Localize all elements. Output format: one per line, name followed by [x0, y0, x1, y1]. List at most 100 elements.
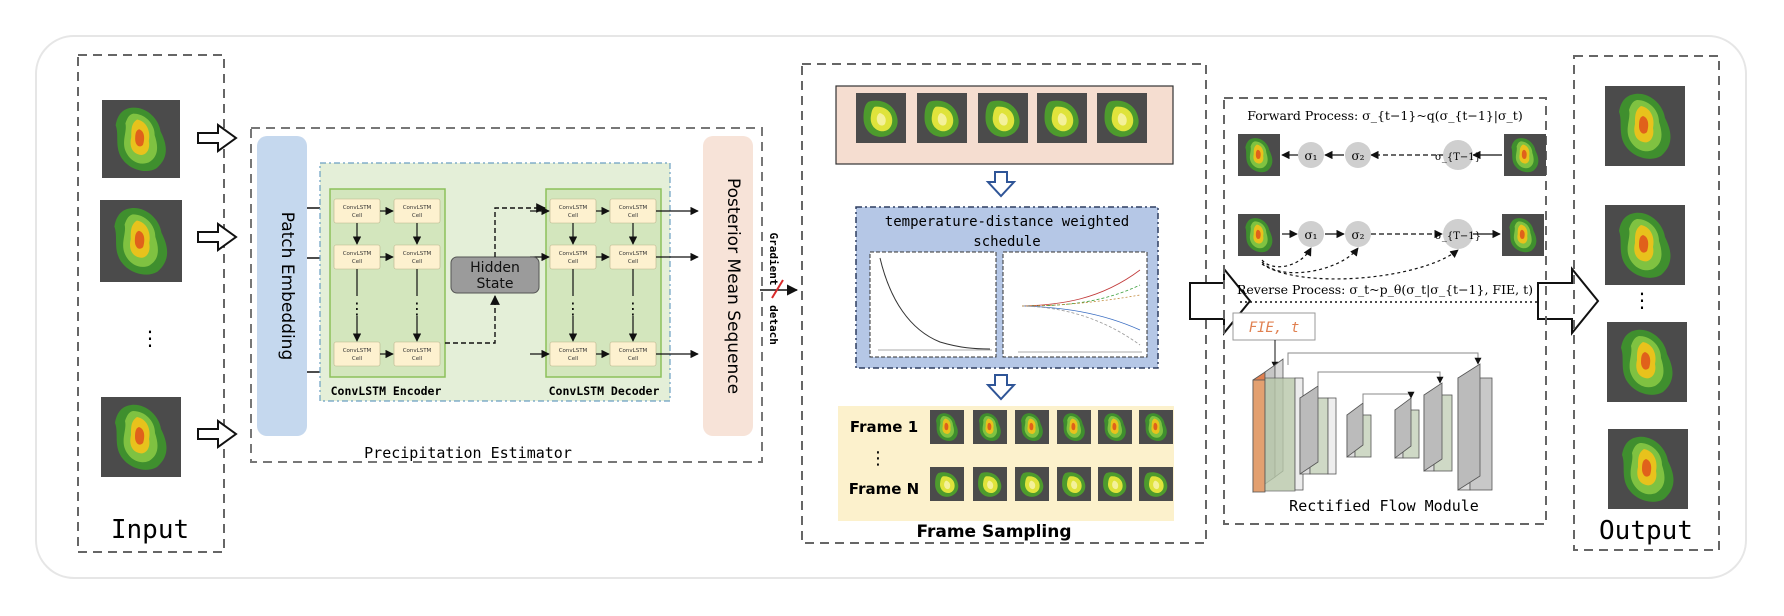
gradient-detach: Gradient detach — [760, 233, 799, 345]
cell-text: ConvLSTM — [403, 251, 432, 257]
unet-module — [1252, 358, 1493, 493]
input-label: Input — [111, 515, 189, 545]
reverse-node-t1-label: σ_{T−1} — [1435, 231, 1481, 242]
precipitation-estimator: Precipitation Estimator Patch Embedding … — [250, 127, 763, 463]
cell-text: Cell — [412, 356, 423, 362]
reverse-node-t1 — [1443, 219, 1473, 249]
cell-text: ConvLSTM — [343, 348, 372, 354]
cell-text: Cell — [352, 259, 363, 265]
top-frame — [917, 93, 967, 143]
input-radar-image-2 — [100, 200, 182, 282]
decoder-cell — [609, 341, 657, 367]
patch-embedding-block — [257, 136, 307, 436]
input-to-estimator-arrows — [197, 123, 238, 449]
posterior-mean-block — [703, 136, 753, 436]
encoder-cell — [393, 341, 441, 367]
schedule-plot-left — [869, 251, 997, 358]
input-ellipsis: ⋮ — [140, 326, 160, 350]
cell-text: Cell — [568, 356, 579, 362]
rectified-flow-label: Rectified Flow Module — [1289, 497, 1479, 515]
encoder-cell — [393, 198, 441, 224]
cell-text: Cell — [352, 213, 363, 219]
down-arrow-2 — [985, 374, 1017, 401]
input-radar-image-3 — [101, 397, 181, 477]
output-radar-image-4 — [1608, 429, 1688, 509]
frame-sampling-label: Frame Sampling — [916, 522, 1071, 542]
output-radar-image-1 — [1605, 86, 1685, 166]
unet-skip-connections — [1287, 352, 1482, 403]
schedule-plot-right — [1002, 251, 1148, 358]
hidden-state-label-1: Hidden — [470, 260, 520, 276]
encoder-cell — [333, 244, 381, 270]
cell-text: ConvLSTM — [343, 251, 372, 257]
fie-label: FIE, t — [1249, 320, 1300, 336]
forward-node-t1 — [1443, 140, 1473, 170]
cell-text: Cell — [352, 356, 363, 362]
decoder-vdots: ⋮ — [625, 299, 641, 318]
forward-node-1-label: σ₁ — [1304, 149, 1317, 163]
forward-end-frame — [1504, 134, 1546, 176]
encoder-label: ConvLSTM Encoder — [331, 384, 442, 398]
reverse-end-frame — [1502, 214, 1544, 256]
decoder-cell — [609, 198, 657, 224]
encoder-vdots: ⋮ — [349, 299, 365, 318]
schedule-curve-left — [879, 257, 991, 350]
forward-node-t1-label: σ_{T−1} — [1435, 152, 1481, 163]
forward-start-frame — [1238, 134, 1280, 176]
posterior-mean-label: Posterior Mean Sequence — [723, 178, 743, 394]
cell-text: ConvLSTM — [619, 251, 648, 257]
reverse-process-label: Reverse Process: σ_t~p_θ(σ_t|σ_{t−1}, FI… — [1237, 282, 1533, 297]
reverse-node-2-label: σ₂ — [1351, 228, 1364, 242]
encoder-cell — [333, 198, 381, 224]
cell-text: Cell — [568, 213, 579, 219]
frame-n-label: Frame N — [849, 480, 919, 498]
schedule-title-2: schedule — [973, 234, 1040, 250]
reverse-node-1-label: σ₁ — [1304, 228, 1317, 242]
fie-box — [1232, 312, 1316, 341]
cell-text: Cell — [412, 259, 423, 265]
cell-text: Cell — [628, 213, 639, 219]
frame-1-label: Frame 1 — [850, 418, 918, 436]
input-panel: ⋮ Input — [77, 54, 225, 553]
estimator-label: Precipitation Estimator — [364, 444, 572, 462]
detach-text: detach — [767, 305, 780, 345]
forward-node-2 — [1345, 142, 1371, 168]
cell-text: ConvLSTM — [343, 205, 372, 211]
cell-text: ConvLSTM — [559, 348, 588, 354]
encoder-cell — [393, 244, 441, 270]
encoder-vdots: ⋮ — [409, 299, 425, 318]
cell-text: ConvLSTM — [403, 205, 432, 211]
cell-text: ConvLSTM — [559, 251, 588, 257]
top-frame — [978, 93, 1028, 143]
decoder-cell — [549, 198, 597, 224]
cell-text: Cell — [628, 259, 639, 265]
input-radar-image-1 — [102, 100, 180, 178]
forward-process-label: Forward Process: σ_{t−1}~q(σ_{t−1}|σ_t) — [1247, 108, 1522, 123]
cell-text: ConvLSTM — [619, 348, 648, 354]
reverse-node-1 — [1298, 221, 1324, 247]
output-ellipsis: ⋮ — [1632, 288, 1652, 312]
top-frame — [856, 93, 906, 143]
output-radar-image-3 — [1607, 322, 1687, 402]
top-frame — [1037, 93, 1087, 143]
patch-embedding-label: Patch Embedding — [277, 212, 297, 361]
hidden-state-label-2: State — [476, 276, 513, 292]
forward-node-1 — [1298, 142, 1324, 168]
decoder-cell — [609, 244, 657, 270]
cell-text: ConvLSTM — [559, 205, 588, 211]
decoder-cells — [549, 198, 657, 367]
cell-text: Cell — [568, 259, 579, 265]
frame-sampling-panel: temperature-distance weighted schedule F… — [801, 63, 1207, 544]
cell-text: Cell — [412, 213, 423, 219]
flow-to-output-arrow — [1537, 266, 1600, 336]
output-radar-image-2 — [1605, 205, 1685, 285]
schedule-title-1: temperature-distance weighted — [885, 214, 1129, 230]
encoder-cell — [333, 341, 381, 367]
schedule-curves-right — [1021, 269, 1141, 346]
reverse-node-2 — [1345, 221, 1371, 247]
decoder-label: ConvLSTM Decoder — [549, 384, 660, 398]
decoder-cell — [549, 244, 597, 270]
decoder-cell — [549, 341, 597, 367]
encoder-cells — [333, 198, 441, 367]
